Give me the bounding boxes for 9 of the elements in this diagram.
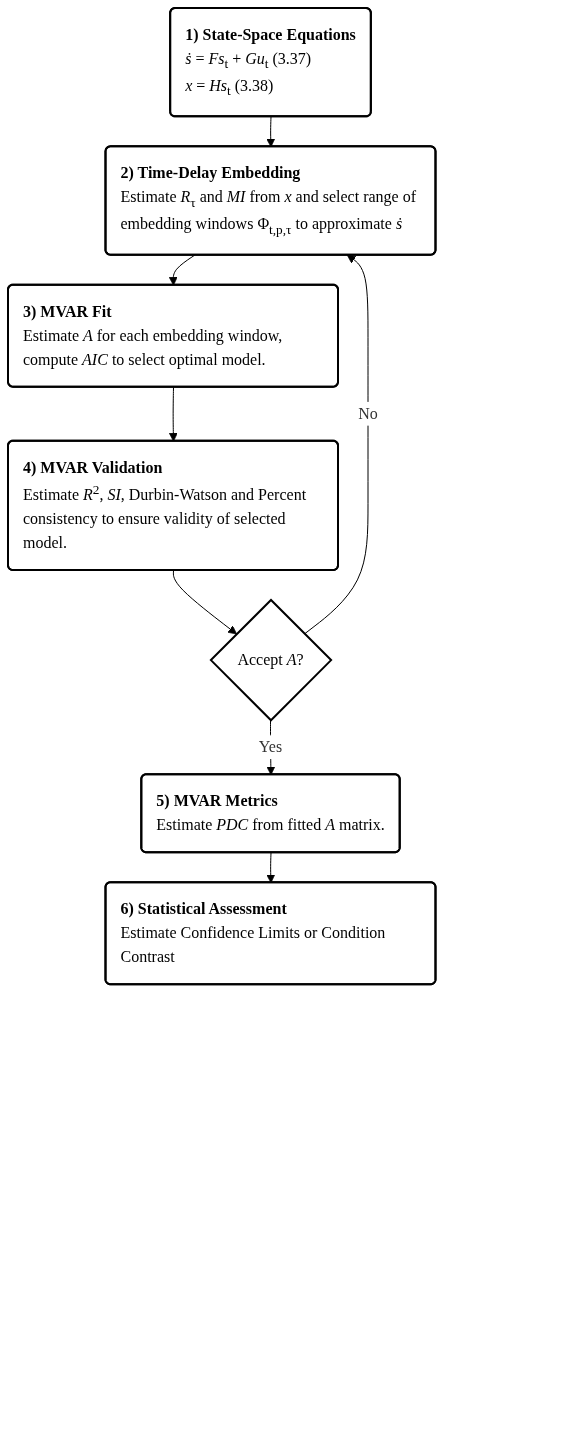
edge-label: No [358,404,378,422]
arrow [303,254,369,635]
node-diamond: Accept A? [209,598,333,722]
arrow [172,570,237,635]
arrow [266,116,276,148]
arrow [266,852,276,884]
arrow [168,386,178,442]
edge-label: Yes [258,738,283,756]
arrow [168,254,196,286]
